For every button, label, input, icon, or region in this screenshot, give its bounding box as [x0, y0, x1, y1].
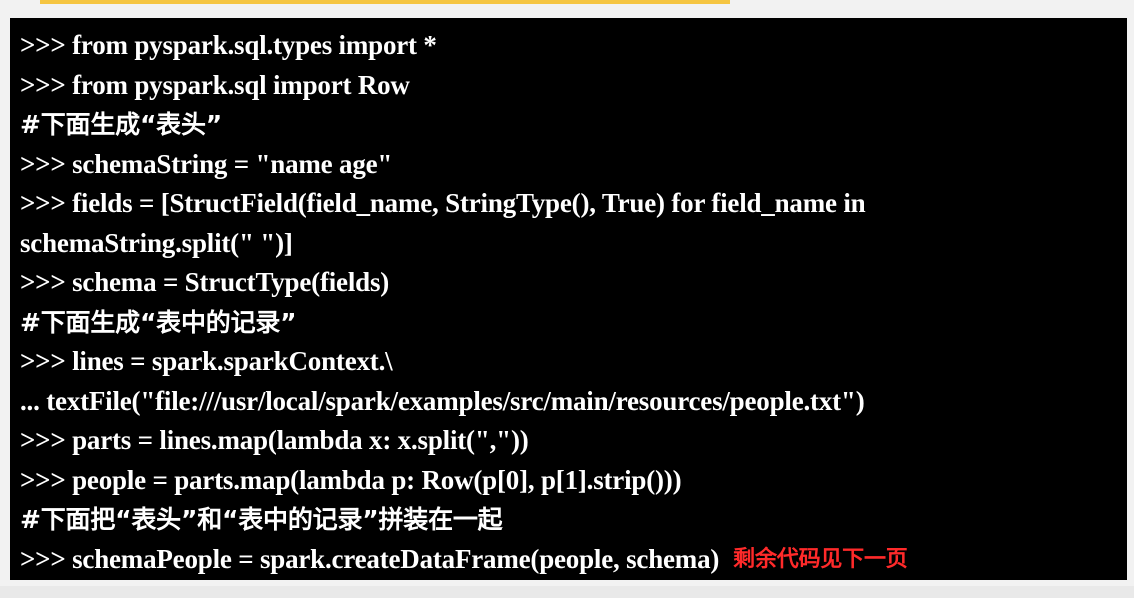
code-line-schema-string: >>> schemaString = "name age": [20, 148, 393, 179]
bottom-bar: [0, 586, 1134, 598]
code-line-schema: >>> schema = StructType(fields): [20, 267, 390, 297]
code-line-fields-continued: schemaString.split(" ")]: [20, 227, 293, 258]
code-comment-header: #下面生成“表头”: [20, 110, 223, 139]
continued-note: 剩余代码见下一页: [733, 546, 908, 572]
code-line-people: >>> people = parts.map(lambda p: Row(p[0…: [20, 464, 682, 495]
code-line-textfile: ... textFile("file:///usr/local/spark/ex…: [20, 385, 865, 416]
code-line-fields: >>> fields = [StructField(field_name, St…: [20, 188, 866, 218]
code-line-import-types: >>> from pyspark.sql.types import *: [20, 30, 437, 60]
code-line-import-row: >>> from pyspark.sql import Row: [20, 69, 410, 100]
code-line-schema-people: >>> schemaPeople = spark.createDataFrame…: [20, 540, 1127, 580]
code-line-lines: >>> lines = spark.sparkContext.\: [20, 346, 393, 376]
code-panel: >>> from pyspark.sql.types import * >>> …: [10, 18, 1127, 580]
code-comment-records: #下面生成“表中的记录”: [20, 307, 297, 337]
code-line-schema-people-text: >>> schemaPeople = spark.createDataFrame…: [20, 543, 720, 574]
top-accent-bar: [40, 0, 730, 4]
code-line-parts: >>> parts = lines.map(lambda x: x.split(…: [20, 425, 529, 455]
code-comment-assemble: #下面把“表头”和“表中的记录”拼装在一起: [20, 505, 503, 534]
